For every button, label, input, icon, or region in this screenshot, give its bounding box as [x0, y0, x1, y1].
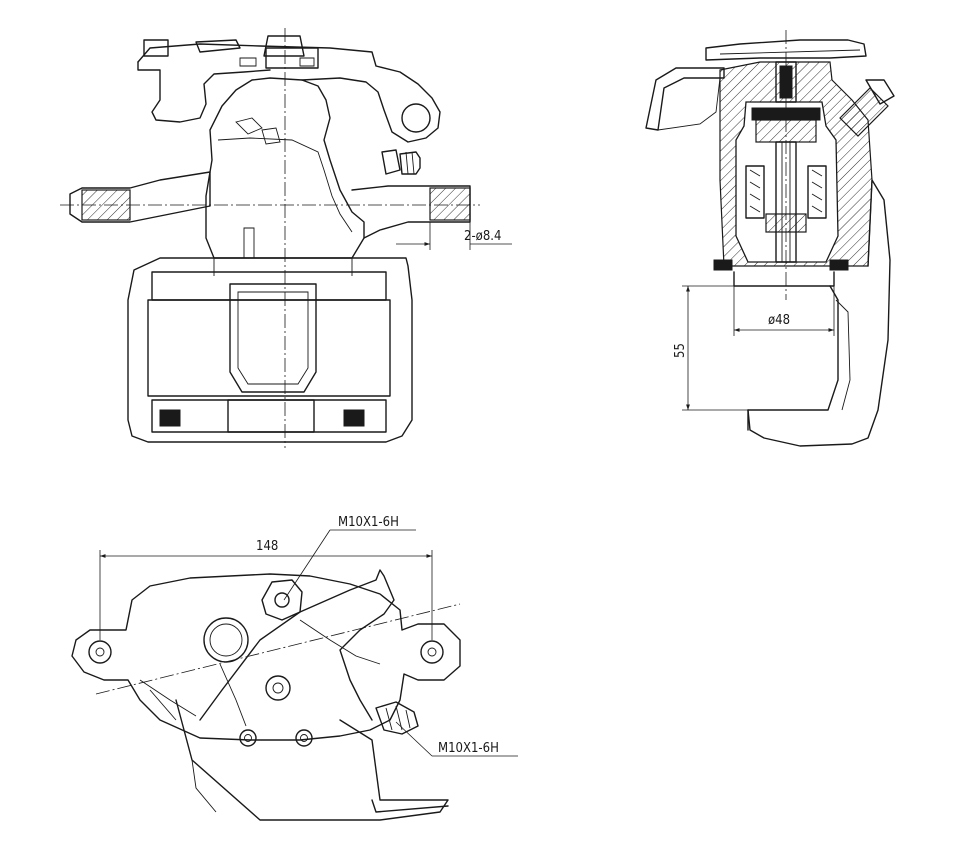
- front-view: 2-ø8.4: [60, 28, 512, 448]
- thread-top-label: M10X1-6H: [338, 515, 399, 530]
- hole-spec-label: 2-ø8.4: [464, 229, 501, 244]
- width-label: 148: [256, 539, 278, 554]
- height-label: 55: [673, 343, 688, 358]
- thread-bottom-label: M10X1-6H: [438, 741, 499, 756]
- section-view: ø48 55: [645, 30, 895, 447]
- piston-diameter-label: ø48: [768, 313, 790, 328]
- bottom-view: 148 M10X1-6H M10X1-6H: [71, 515, 518, 821]
